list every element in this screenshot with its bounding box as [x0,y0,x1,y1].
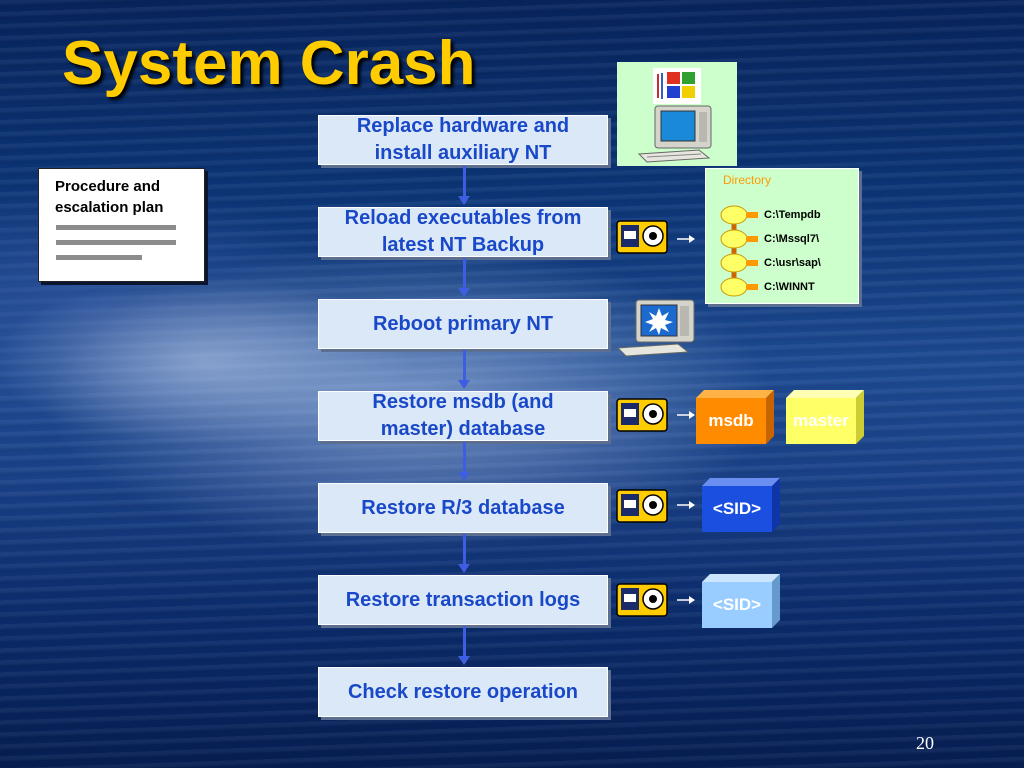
step-replace-hardware: Replace hardware and install auxiliary NT [318,115,608,165]
step-2-line1: Reload executables from [344,207,582,229]
arrow-right-icon [677,596,695,604]
step-1-line1: Replace hardware and [356,115,570,137]
tape-cartridge-icon [616,398,668,432]
procedure-document: Procedure and escalation plan [38,168,205,282]
flow-arrow [458,258,470,297]
step-4-line1: Restore msdb (and [372,391,554,413]
directory-path: C:\WINNT [764,281,815,293]
arrow-right-icon [677,411,695,419]
tape-cartridge-icon [616,583,668,617]
step-4-line2: master) database [380,418,546,440]
flow-arrow [458,166,470,205]
arrow-right-icon [677,235,695,243]
procedure-label-line1: Procedure and [55,178,161,195]
flow-arrow [458,534,470,573]
arrow-right-icon [677,501,695,509]
step-5-label: Restore R/3 database [361,496,565,519]
step-2-line2: latest NT Backup [381,234,545,256]
procedure-label: Procedure and escalation plan [55,176,163,218]
step-reload-executables: Reload executables from latest NT Backup [318,207,608,257]
text-line-decoration [56,225,176,230]
tape-cartridge-icon [616,220,668,254]
page-number: 20 [916,733,934,753]
flow-arrow [458,626,470,665]
step-restore-msdb: Restore msdb (and master) database [318,391,608,441]
master-label: master [793,411,849,430]
directory-path: C:\usr\sap\ [764,257,821,269]
directory-path: C:\Mssql7\ [764,233,820,245]
flow-arrow [458,350,470,389]
step-7-label: Check restore operation [347,680,579,703]
directory-panel: Directory C:\Tempdb C:\Mssql7\ C:\usr\sa… [705,168,859,304]
msdb-database-cube: msdb [696,390,776,444]
computer-with-windows-logo-icon [637,68,712,163]
procedure-label-line2: escalation plan [55,199,164,216]
step-restore-logs: Restore transaction logs [318,575,608,625]
crashed-computer-icon [616,299,695,357]
step-3-label: Reboot primary NT [372,312,554,335]
directory-tree-icon [720,205,758,297]
sid-label: <SID> [712,499,762,518]
sid-logs-database-cube: <SID> [702,574,782,628]
tape-cartridge-icon [616,489,668,523]
sid-database-cube: <SID> [702,478,782,532]
slide-title: System Crash [62,29,476,98]
msdb-label: msdb [708,411,754,430]
text-line-decoration [56,240,176,245]
directory-title: Directory [723,173,772,187]
flow-arrow [458,442,470,481]
step-1-line2: install auxiliary NT [374,142,552,164]
directory-path: C:\Tempdb [764,209,821,221]
step-6-label: Restore transaction logs [345,588,581,611]
pc-panel [617,62,737,166]
step-restore-r3: Restore R/3 database [318,483,608,533]
master-database-cube: master [786,390,866,444]
sid-logs-label: <SID> [712,595,762,614]
text-line-decoration [56,255,142,260]
step-reboot-primary: Reboot primary NT [318,299,608,349]
step-check-restore: Check restore operation [318,667,608,717]
